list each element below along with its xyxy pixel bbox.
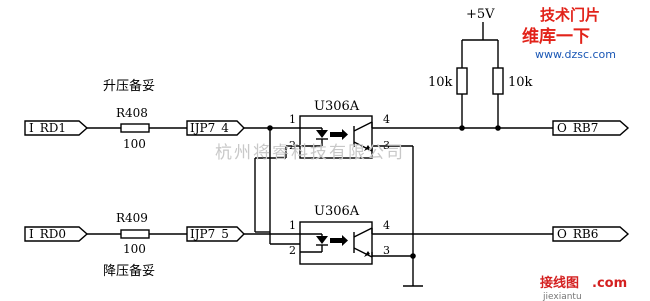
ic-designator: U306A [314,99,360,114]
led-icon [300,127,328,147]
input-port-rd0 [24,226,89,242]
resistor-designator: R408 [116,106,148,120]
logo-url-text: www.dzsc.com [535,48,616,61]
resistor-value: 100 [123,137,146,151]
output-port-rb6 [552,226,630,242]
channel-1: I_RD1 R408 100 IJP7_4 U306A 1 2 4 3 [24,99,630,256]
pullup-left-value: 10k [428,75,453,90]
pin-number: 3 [383,244,390,257]
resistor-designator: R409 [116,211,148,225]
pin-number: 4 [383,219,390,232]
phototransistor-icon [353,121,373,152]
supply-label: +5V [466,7,495,22]
phototransistor-icon [353,227,373,258]
heading-boost-ready: 升压备妥 [103,78,155,94]
logo-dzsc: 技术门片 维库一下 www.dzsc.com [522,6,616,61]
input-port-label: I_RD1 [29,121,66,135]
led-icon [300,233,328,253]
pin-number: 1 [289,113,296,126]
input-port-label: I_RD0 [29,227,66,241]
output-port-label: O_RB6 [557,227,598,241]
ic-designator: U306A [314,204,360,219]
bottom-url-text: jiexiantu [542,292,582,301]
logo-top-text: 技术门片 [540,6,600,24]
resistor-value: 100 [123,242,146,256]
light-arrow-icon [330,235,348,246]
pin-number: 2 [289,244,296,257]
resistor-r409 [120,229,150,239]
heading-buck-ready: 降压备妥 [103,263,155,279]
net-label-text: IJP7_5 [190,227,229,241]
optocoupler-u306a [299,115,373,159]
pin-number: 1 [289,219,296,232]
pullup-resistor-right [492,67,504,95]
logo-jiexiantu: 接线图 .com jiexiantu [540,275,627,301]
net-label-ijp7-4 [186,120,245,136]
bottom-com-text: .com [592,276,627,291]
net-label-ijp7-5 [186,226,245,242]
output-port-label: O_RB7 [557,121,598,135]
input-port-rd1 [24,120,89,136]
light-arrow-icon [330,129,348,140]
logo-brand-text: 维库一下 [522,26,590,47]
output-port-rb7 [552,120,630,136]
channel-2: I_RD0 R409 100 IJP7_5 U306A 1 2 4 3 [24,204,630,287]
watermark-center: 杭州将睿科技有限公司 [215,143,405,163]
pin-number: 4 [383,113,390,126]
resistor-r408 [120,123,150,133]
net-label-text: IJP7_4 [190,121,229,135]
pullup-right-value: 10k [508,75,533,90]
optocoupler-u306a [299,221,373,265]
pin-number: 2 [289,139,296,152]
bottom-brand-text: 接线图 [540,275,579,291]
supply-network: +5V 10k 10k [428,7,533,131]
pullup-resistor-left [456,67,468,95]
